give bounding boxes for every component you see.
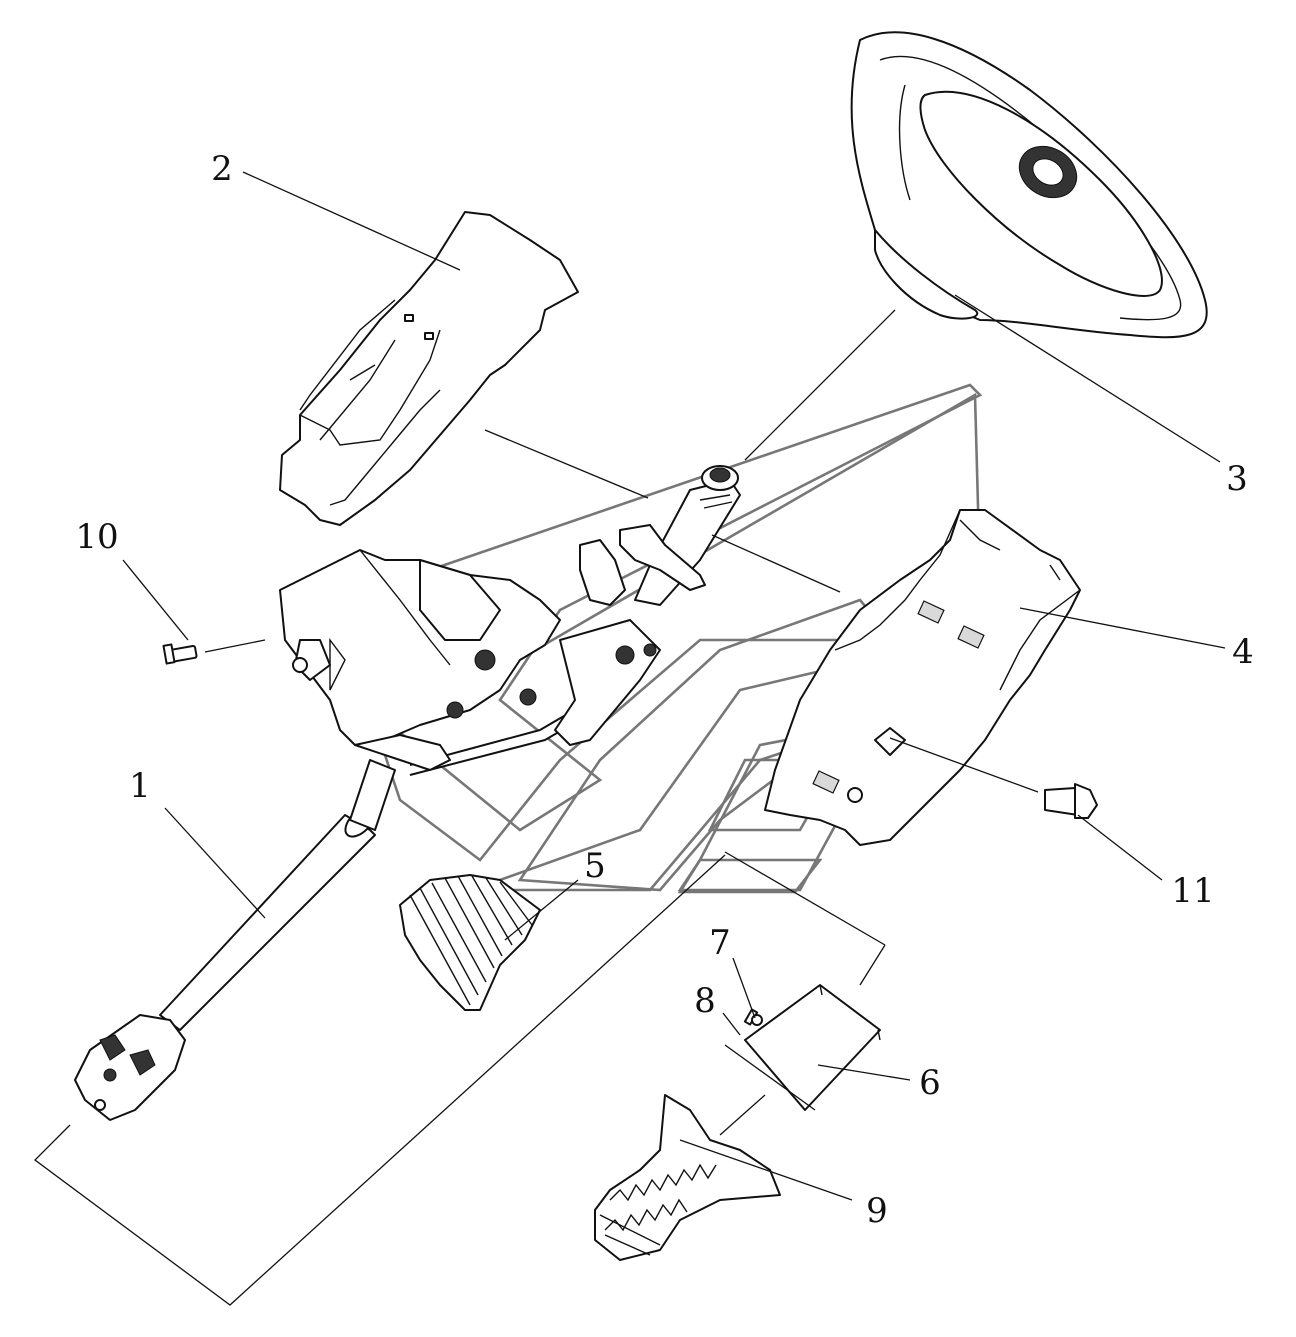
callout-6: 6 bbox=[919, 1063, 941, 1103]
callout-1: 1 bbox=[129, 766, 151, 806]
lower-bellows bbox=[594, 1094, 781, 1261]
steering-wheel bbox=[850, 31, 1208, 339]
mounting-plate bbox=[744, 984, 881, 1111]
callout-11: 11 bbox=[1171, 871, 1214, 911]
callout-7: 7 bbox=[709, 923, 731, 963]
callout-8: 8 bbox=[694, 981, 716, 1021]
upper-shaft bbox=[579, 465, 741, 606]
boot-seal bbox=[399, 874, 541, 1011]
upper-shroud bbox=[279, 211, 579, 526]
column-bracket bbox=[279, 549, 661, 776]
leader-lines bbox=[34, 171, 1226, 1306]
callout-3: 3 bbox=[1226, 459, 1248, 499]
small-bolt bbox=[743, 1008, 763, 1026]
intermediate-shaft bbox=[74, 759, 396, 1121]
callout-labels: 1 2 3 4 5 6 7 8 9 10 11 bbox=[75, 149, 1253, 1231]
callout-4: 4 bbox=[1232, 632, 1254, 672]
clip-11 bbox=[1044, 783, 1098, 819]
callout-5: 5 bbox=[584, 846, 606, 886]
callout-10: 10 bbox=[75, 517, 118, 557]
screw-10 bbox=[162, 643, 198, 665]
callout-2: 2 bbox=[211, 149, 233, 189]
callout-9: 9 bbox=[866, 1191, 888, 1231]
lower-shroud bbox=[764, 509, 1081, 846]
